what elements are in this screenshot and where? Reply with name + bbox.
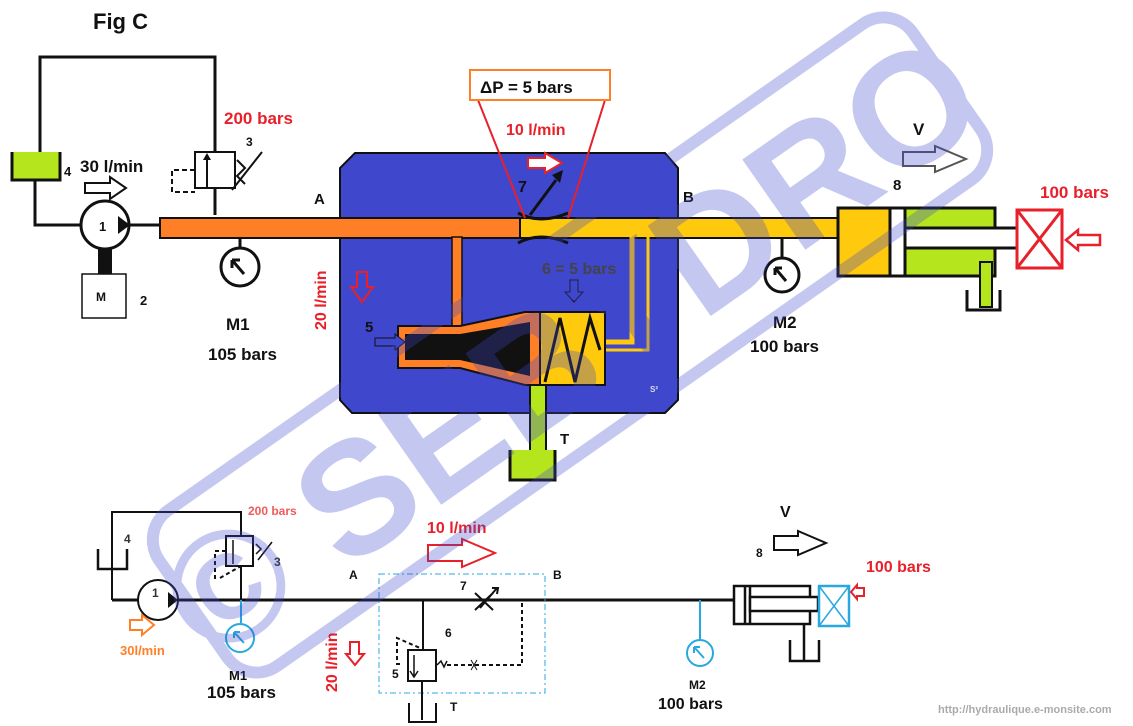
- throttle-7-icon: [517, 211, 569, 245]
- relief-valve-3-icon: [194, 151, 236, 189]
- bottom-pump-number: 1: [152, 586, 159, 600]
- bottom-tank-t-label: T: [450, 700, 458, 714]
- bottom-gauge-m2-label: M2: [689, 678, 706, 692]
- bottom-velocity-label: V: [780, 504, 791, 521]
- relief-number: 3: [246, 135, 253, 149]
- delta-p-box: [469, 69, 611, 101]
- gauge-m1-icon: [219, 246, 261, 288]
- bottom-compensator-icon: [407, 649, 437, 682]
- cylinder-8: [836, 206, 895, 278]
- bottom-cylinder-tank-icon: [788, 640, 821, 663]
- bottom-throttle-number: 7: [460, 579, 467, 593]
- bottom-cylinder-number: 8: [756, 546, 763, 560]
- compensator-number: 5: [365, 319, 373, 336]
- pump-arrow-icon: [118, 216, 130, 234]
- signature: S²: [650, 385, 658, 394]
- throttle-flow-label: 10 l/min: [506, 122, 566, 139]
- suction-line: [33, 180, 80, 227]
- bottom-throttle-flow-label: 10 l/min: [427, 520, 487, 537]
- figure-title: Fig C: [93, 9, 148, 34]
- pressure-line: [159, 217, 521, 239]
- bottom-relief-number: 3: [274, 555, 281, 569]
- spring-icon: [543, 312, 602, 383]
- port-a-label: A: [314, 191, 325, 208]
- relief-pressure-label: 200 bars: [224, 109, 293, 128]
- pump-number: 1: [99, 219, 106, 234]
- bottom-gauge-m2-value: 100 bars: [658, 696, 723, 713]
- velocity-arrow-icon: [902, 144, 969, 174]
- motor-icon: [81, 273, 127, 319]
- pump-flow-label: 30 l/min: [80, 157, 143, 176]
- bottom-bypass-flow-label: 20 l/min: [324, 632, 341, 692]
- bottom-tank-number: 4: [124, 532, 131, 546]
- cylinder-tank-icon: [965, 290, 1002, 312]
- delta-p-label: ΔP = 5 bars: [480, 78, 573, 97]
- gauge-m1-label: M1: [226, 315, 250, 334]
- bottom-relief-pressure-label: 200 bars: [248, 504, 297, 518]
- tank-t-icon: [508, 450, 557, 482]
- motor-label: M: [96, 290, 106, 304]
- load-label: 100 bars: [1040, 183, 1109, 202]
- bottom-port-b-label: B: [553, 568, 562, 582]
- bottom-spring-number: 6: [445, 626, 452, 640]
- gauge-m1-value: 105 bars: [208, 345, 277, 364]
- bottom-tank-4-icon: [96, 549, 129, 571]
- velocity-label: V: [913, 120, 925, 139]
- throttle-number: 7: [518, 179, 527, 196]
- bottom-pump-flow-label: 30l/min: [120, 643, 165, 658]
- bottom-load-label: 100 bars: [866, 559, 931, 576]
- pilot-line: [605, 237, 635, 345]
- gauge-m2-value: 100 bars: [750, 337, 819, 356]
- gauge-m2-label: M2: [773, 313, 797, 332]
- flow-arrow-icon: [84, 175, 128, 201]
- bottom-throttle-icon: [474, 587, 500, 611]
- piston-rod: [903, 226, 1019, 250]
- site-credit: http://hydraulique.e-monsite.com: [938, 704, 1112, 716]
- bypass-flow-label: 20 l/min: [313, 270, 330, 330]
- motor-number: 2: [140, 293, 147, 308]
- bottom-tank-t-icon: [408, 703, 437, 723]
- spring-setting-label: 6 = 5 bars: [542, 261, 616, 278]
- bottom-velocity-arrow-icon: [773, 529, 829, 557]
- tank-4-icon: [10, 152, 62, 182]
- load-arrow-icon: [1064, 227, 1102, 253]
- bottom-compensator-number: 5: [392, 667, 399, 681]
- bottom-flow-control-box: [378, 573, 546, 694]
- pump-shaft: [98, 245, 112, 275]
- bottom-port-a-label: A: [349, 568, 358, 582]
- bottom-gauge-m1-label: M1: [229, 668, 247, 683]
- tank-number: 4: [64, 164, 72, 179]
- port-b-label: B: [683, 189, 694, 206]
- cylinder-number: 8: [893, 177, 901, 194]
- tank-t-label: T: [560, 431, 569, 448]
- bottom-gauge-m1-value: 105 bars: [207, 683, 276, 702]
- return-loop-line: [38, 55, 217, 215]
